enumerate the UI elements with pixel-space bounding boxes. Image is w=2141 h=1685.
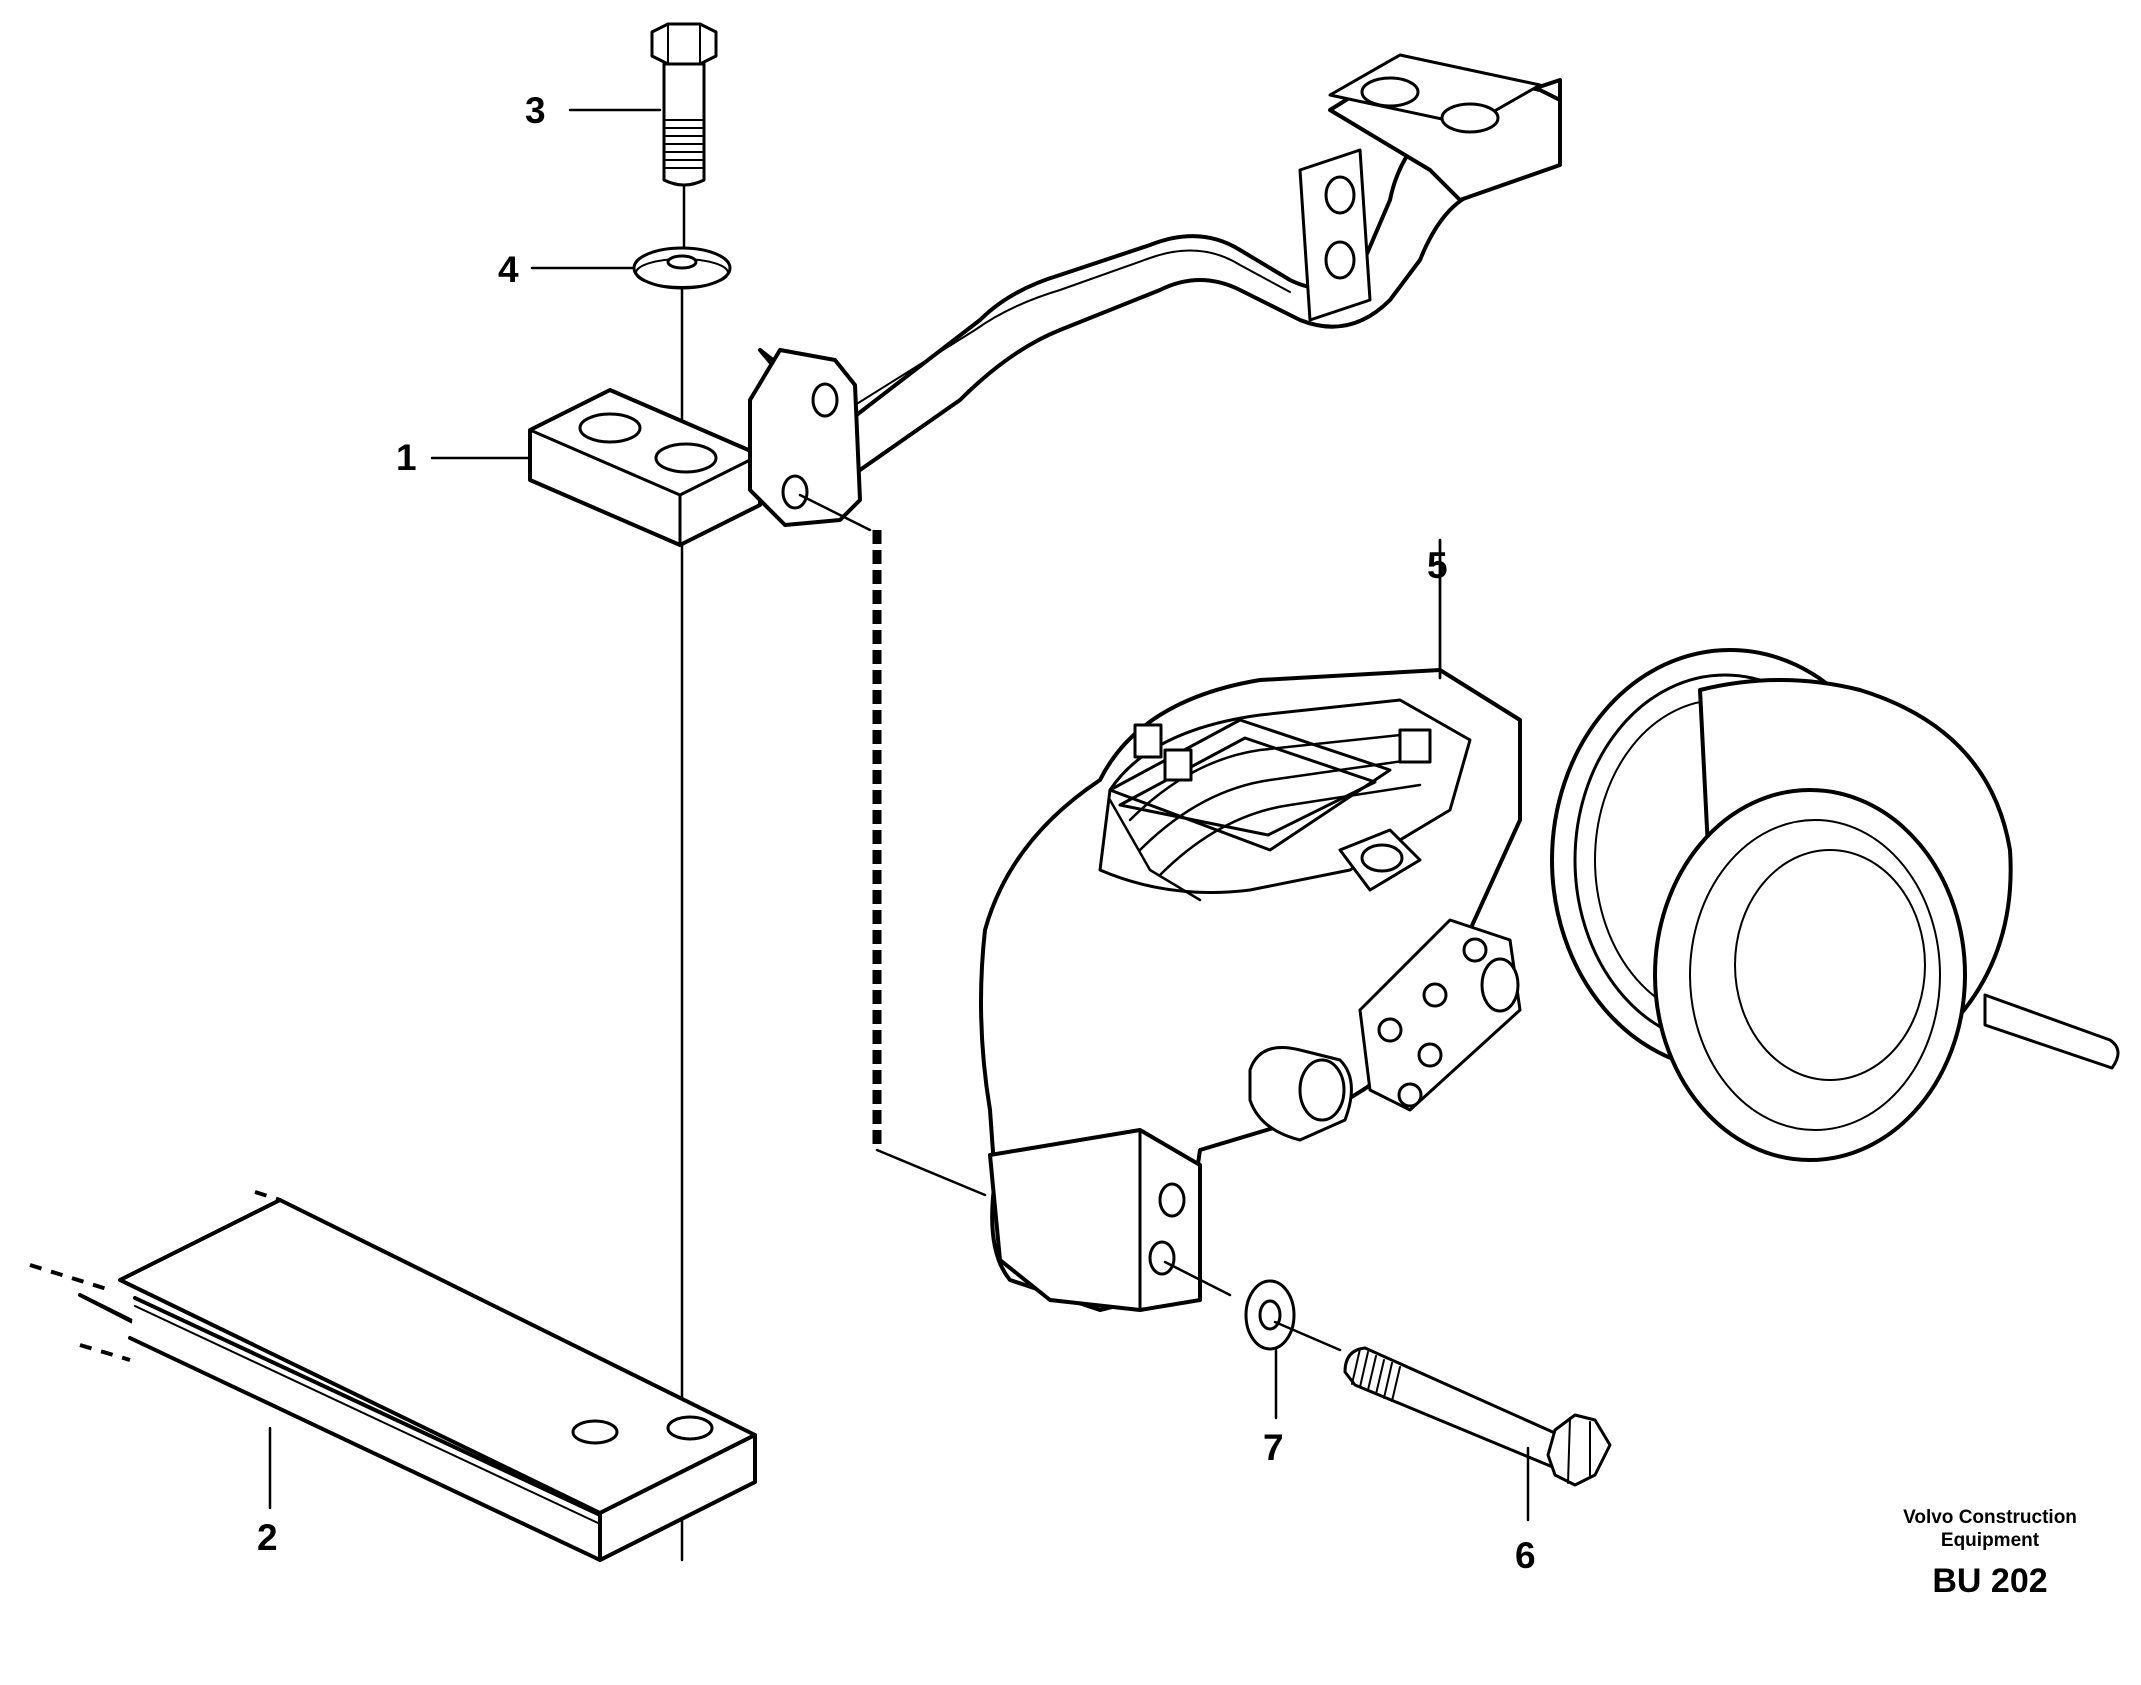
callout-6: 6 [1515, 1535, 1536, 1576]
diagram-code: BU 202 [1932, 1562, 2047, 1600]
washer-top [632, 246, 732, 442]
credit-line-2: Equipment [1941, 1530, 2040, 1551]
bracket-arm [528, 53, 1562, 1482]
callout-leaders [268, 108, 1442, 1510]
callout-1: 1 [396, 437, 417, 478]
callout-4: 4 [498, 249, 519, 290]
callout-5: 5 [1427, 545, 1448, 586]
bolt-bottom [1343, 1346, 1612, 1522]
callout-3: 3 [525, 90, 546, 131]
callout-2: 2 [257, 1517, 278, 1558]
washer-bottom [1163, 1260, 1342, 1420]
flat-bar [29, 1190, 757, 1562]
callout-7: 7 [1263, 1427, 1284, 1468]
brake-caliper [979, 538, 2120, 1312]
bolt-top [650, 22, 718, 250]
credit-line-1: Volvo Construction [1903, 1507, 2077, 1528]
